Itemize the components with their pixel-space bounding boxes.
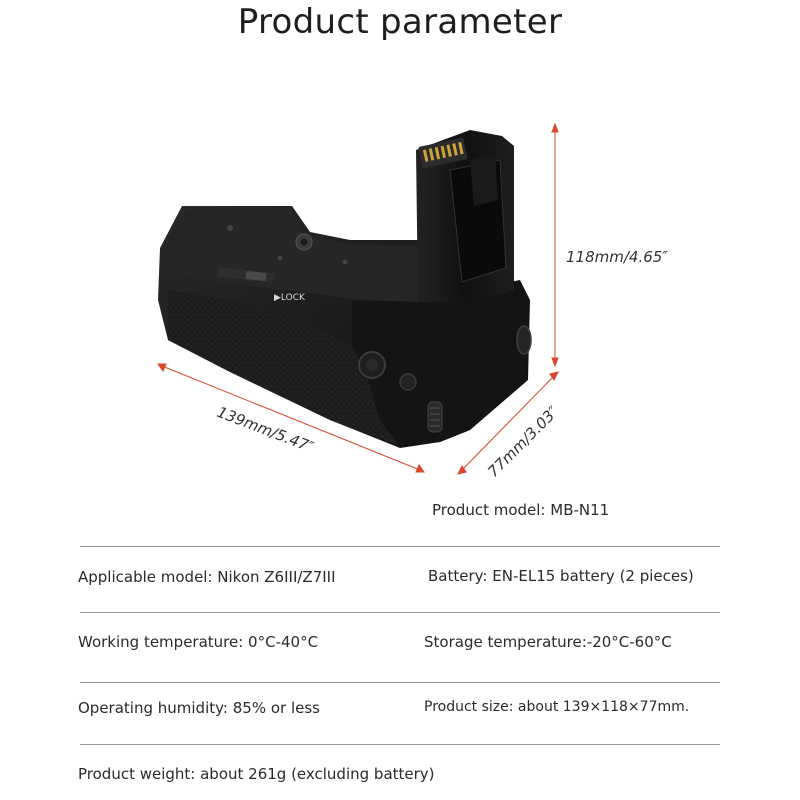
battery-contacts-icon — [418, 137, 468, 169]
dimension-width — [157, 363, 425, 473]
spec-working-temperature: Working temperature: 0°C-40°C — [78, 633, 319, 651]
height-label: 118mm/4.65″ — [566, 248, 668, 266]
product-figure: ▶LOCK 118mm/4.65″ 139mm/5.47″ — [157, 122, 668, 481]
product-model: Product model: MB-N11 — [432, 501, 610, 519]
af-on-button-icon — [399, 373, 417, 391]
spec-battery: Battery: EN-EL15 battery (2 pieces) — [428, 567, 694, 585]
page-title: Product parameter — [237, 2, 563, 42]
divider — [80, 744, 720, 745]
spec-product-size: Product size: about 139×118×77mm. — [424, 699, 690, 715]
dimension-depth — [457, 371, 559, 475]
depth-label: 77mm/3.03″ — [484, 403, 562, 481]
divider — [80, 612, 720, 613]
spec-storage-temperature: Storage temperature:-20°C-60°C — [424, 633, 672, 651]
battery-grip-image: ▶LOCK — [158, 130, 532, 448]
spec-operating-humidity: Operating humidity: 85% or less — [78, 699, 320, 717]
spec-product-weight: Product weight: about 261g (excluding ba… — [78, 765, 435, 783]
tripod-screw-icon — [295, 233, 313, 251]
width-label: 139mm/5.47″ — [215, 403, 317, 456]
command-dial-icon — [427, 401, 443, 433]
lock-slider — [217, 267, 275, 283]
divider — [80, 682, 720, 683]
multi-selector-icon — [358, 351, 386, 379]
dimension-height — [551, 122, 559, 368]
spec-applicable-model: Applicable model: Nikon Z6III/Z7III — [78, 568, 336, 586]
lock-label: ▶LOCK — [274, 293, 306, 303]
shutter-release-icon — [516, 325, 532, 355]
divider — [80, 546, 720, 547]
